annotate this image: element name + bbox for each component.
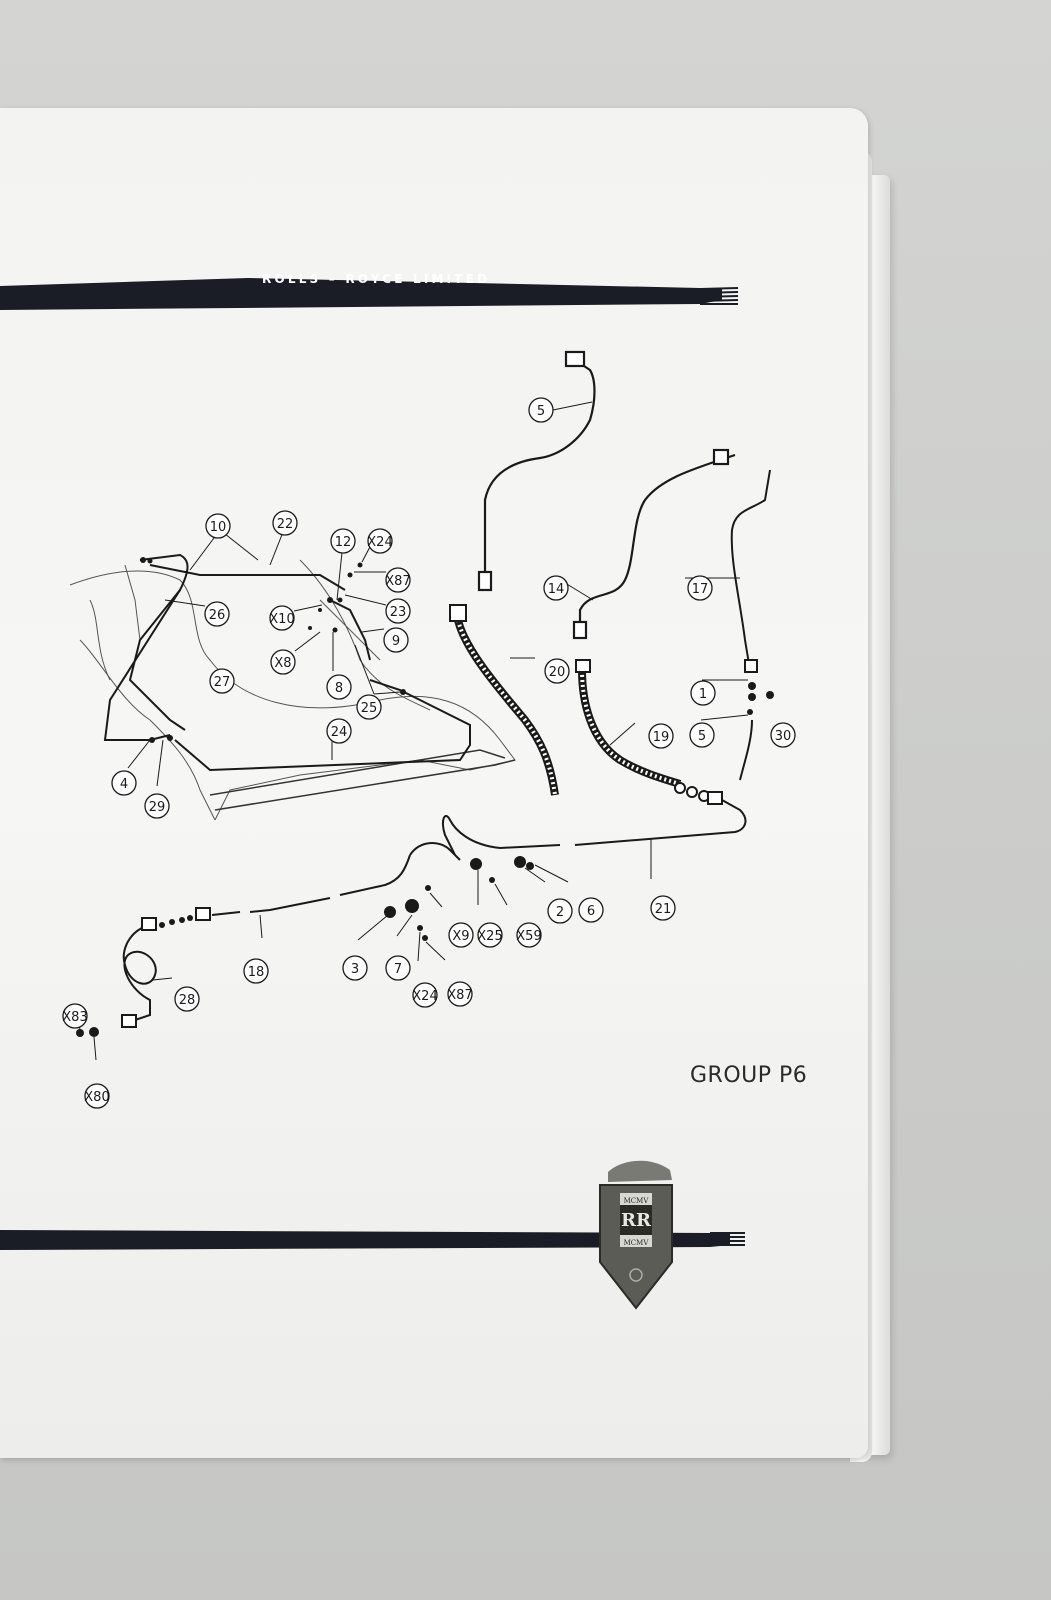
leader-lines [76, 401, 749, 1061]
callout: 14 [543, 575, 569, 601]
callout: X8 [270, 649, 296, 675]
callout: 25 [356, 694, 382, 720]
callout-label: X87 [385, 574, 410, 589]
badge-top-text: MCMV [624, 1197, 650, 1205]
callout-label: 30 [775, 729, 792, 744]
callout: 4 [111, 770, 137, 796]
callout: 8 [326, 674, 352, 700]
callout-label: 8 [335, 681, 343, 696]
callout: 19 [648, 723, 674, 749]
callout: 18 [243, 958, 269, 984]
callout: X80 [84, 1083, 110, 1109]
callout-label: 27 [214, 675, 231, 690]
callout-label: 5 [698, 729, 706, 744]
callout-label: X10 [269, 612, 294, 627]
callout: 7 [385, 955, 411, 981]
header-company-name: ROLLS – ROYCE LIMITED [262, 272, 491, 286]
callout: 9 [383, 627, 409, 653]
callout-label: 3 [351, 962, 359, 977]
hose-20 [449, 604, 559, 796]
callout: 5 [528, 397, 554, 423]
callout-label: X24 [367, 535, 392, 550]
callout: X24 [367, 528, 393, 554]
callout-label: X24 [412, 989, 437, 1004]
callout: X87 [385, 567, 411, 593]
callout-label: 20 [549, 665, 566, 680]
group-label: GROUP P6 [690, 1063, 808, 1088]
callout-label: 1 [699, 687, 707, 702]
callout: 28 [174, 986, 200, 1012]
footer-band [0, 1230, 745, 1250]
callout-label: 18 [248, 965, 265, 980]
callout-label: 19 [653, 730, 670, 745]
callout-label: X87 [447, 988, 472, 1003]
callout: 24 [326, 718, 352, 744]
chassis-sketch [69, 559, 516, 821]
callout-label: 25 [361, 701, 378, 716]
callout-label: X25 [477, 929, 502, 944]
callout: 12 [330, 528, 356, 554]
callout: 10 [205, 513, 231, 539]
callout: X24 [412, 982, 438, 1008]
callout-label: X59 [516, 929, 541, 944]
pipe-17 [730, 469, 771, 781]
callout: 23 [385, 598, 411, 624]
callout: 5 [689, 722, 715, 748]
callout: 26 [204, 601, 230, 627]
callout-group: 5 10 22 12 X24 X87 23 26 X10 9 X8 27 8 2… [62, 397, 796, 1109]
callout: X83 [62, 1003, 88, 1029]
callout-label: 2 [556, 905, 564, 920]
callout-label: 26 [209, 608, 226, 623]
callout: 27 [209, 668, 235, 694]
callout-label: 21 [655, 902, 672, 917]
callout: 21 [650, 895, 676, 921]
small-fittings [76, 682, 774, 1037]
chassis-fittings [140, 557, 406, 743]
callout: X59 [516, 922, 542, 948]
callout: 1 [690, 680, 716, 706]
callout-label: X83 [62, 1010, 87, 1025]
hose-fittings [674, 782, 723, 805]
callout-label: 22 [277, 517, 294, 532]
callout-label: 28 [179, 993, 196, 1008]
callout: 2 [547, 898, 573, 924]
callout-label: X9 [452, 929, 469, 944]
callout: 20 [544, 658, 570, 684]
callout: X9 [448, 922, 474, 948]
callout-label: 12 [335, 535, 352, 550]
pipe-18-coil-28 [121, 842, 461, 1028]
callout-label: 17 [692, 582, 709, 597]
chassis-pipes [103, 553, 471, 772]
callout-label: 23 [390, 605, 407, 620]
callout-label: 6 [587, 904, 595, 919]
callout-label: X80 [84, 1090, 109, 1105]
callout-label: X8 [274, 656, 291, 671]
callout: 29 [144, 793, 170, 819]
callout: 17 [687, 575, 713, 601]
callout: X87 [447, 981, 473, 1007]
callout-label: 4 [120, 777, 128, 792]
header-band [0, 278, 739, 310]
callout-label: 5 [537, 404, 545, 419]
callout-label: 29 [149, 800, 166, 815]
callout-label: 7 [394, 962, 402, 977]
callout: 30 [770, 722, 796, 748]
callout: 3 [342, 955, 368, 981]
rolls-royce-badge: RR MCMV MCMV [599, 1160, 673, 1310]
pipe-5 [477, 350, 596, 592]
hose-19 [575, 659, 682, 788]
callout: X25 [477, 922, 503, 948]
pipe-14 [572, 448, 736, 640]
callout: X10 [269, 605, 295, 631]
callout-label: 10 [210, 520, 227, 535]
badge-monogram: RR [621, 1210, 652, 1231]
callout-label: 14 [548, 582, 565, 597]
callout: 22 [272, 510, 298, 536]
callout-label: 24 [331, 725, 348, 740]
callout-label: 9 [392, 634, 400, 649]
badge-bottom-text: MCMV [624, 1239, 650, 1247]
pipe-21 [441, 799, 747, 856]
callout: 6 [578, 897, 604, 923]
